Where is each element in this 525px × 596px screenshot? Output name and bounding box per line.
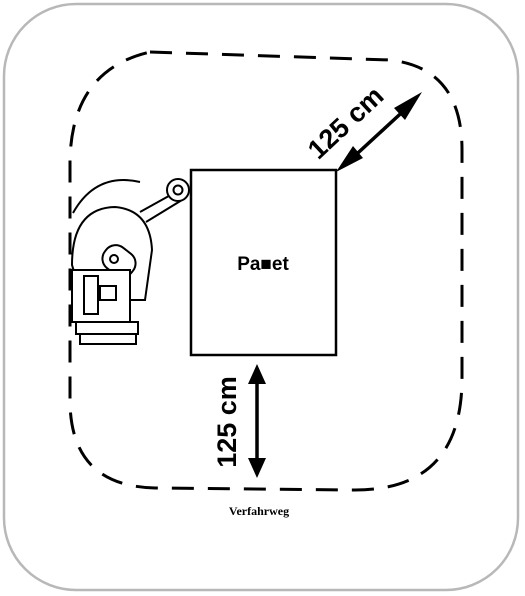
clearance-arrow-side (336, 92, 422, 172)
clearance-bottom-label: 125 cm (212, 376, 242, 468)
pallet-box (189, 168, 338, 357)
pallet-label: Pa■et (237, 254, 289, 275)
arrowhead-side-upper (394, 92, 422, 120)
arrowhead-bottom-lower (248, 458, 266, 478)
robot-swing-arc (72, 179, 141, 214)
robot-column-slot (83, 275, 99, 315)
robot-elbow-pin (109, 254, 119, 264)
robot-link-rod-bottom (145, 199, 183, 223)
arrowhead-bottom-upper (248, 364, 266, 384)
robot-arm-icon (70, 178, 190, 345)
arrowhead-side-lower (336, 146, 363, 172)
travel-path-boundary (68, 50, 464, 492)
diagram-caption: Verfahrweg (229, 504, 289, 518)
robot-base (75, 321, 139, 335)
robot-sensor (99, 285, 117, 301)
robot-joint-inner (172, 184, 184, 196)
clearance-arrow-bottom (248, 364, 266, 478)
robot-foot (79, 333, 137, 345)
